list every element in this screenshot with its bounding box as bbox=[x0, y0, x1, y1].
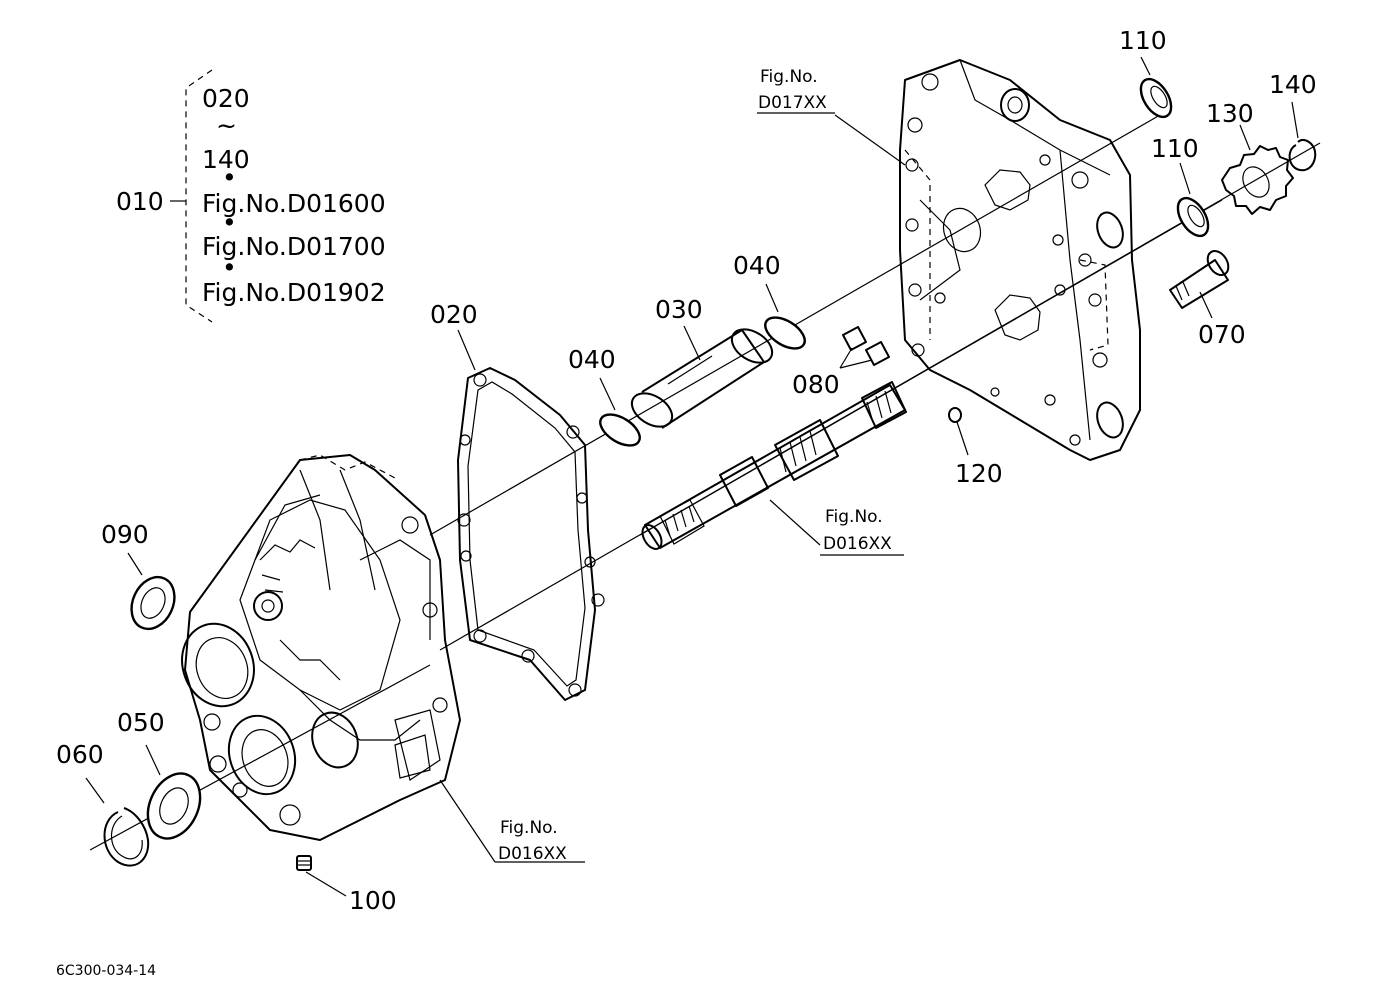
group-bullet-3: • bbox=[222, 253, 237, 282]
o-ring-040-upper bbox=[764, 283, 806, 350]
callout-040-upper: 040 bbox=[733, 251, 781, 280]
washer-120 bbox=[948, 407, 969, 456]
front-transmission-case bbox=[181, 454, 461, 841]
figref-top-line2: D017XX bbox=[758, 93, 827, 113]
o-ring-040-lower bbox=[599, 377, 641, 447]
callout-080: 080 bbox=[792, 370, 840, 399]
callout-020: 020 bbox=[430, 300, 478, 329]
oil-seal-110-lower bbox=[1176, 162, 1210, 238]
figref-shaft-line2: D016XX bbox=[823, 534, 892, 554]
group-line-2: 140 bbox=[202, 145, 250, 174]
case-figref-leader bbox=[439, 779, 496, 863]
callout-040-lower: 040 bbox=[568, 345, 616, 374]
gear-130 bbox=[1221, 124, 1294, 215]
oil-seal-050 bbox=[145, 744, 202, 840]
callout-140: 140 bbox=[1269, 70, 1317, 99]
rear-transmission-case bbox=[757, 59, 1141, 461]
group-line-1: 020 bbox=[202, 84, 250, 113]
group-bullet-1: • bbox=[222, 163, 237, 192]
callout-010: 010 bbox=[116, 187, 164, 216]
callout-030: 030 bbox=[655, 295, 703, 324]
pins-080 bbox=[839, 326, 890, 369]
group-line-5: Fig.No.D01902 bbox=[202, 278, 386, 307]
group-line-4: Fig.No.D01700 bbox=[202, 232, 386, 261]
snap-ring-140 bbox=[1288, 101, 1317, 172]
callout-090: 090 bbox=[101, 520, 149, 549]
callout-050: 050 bbox=[117, 708, 165, 737]
figref-case-line2: D016XX bbox=[498, 844, 567, 864]
shaft-assembly bbox=[641, 381, 907, 556]
oil-seal-110-upper bbox=[1139, 56, 1173, 119]
assembly-axes bbox=[89, 114, 1321, 851]
document-id: 6C300-034-14 bbox=[56, 963, 156, 979]
gasket-020 bbox=[457, 329, 605, 701]
callout-060: 060 bbox=[56, 740, 104, 769]
oil-seal-090 bbox=[127, 552, 176, 631]
plug-100 bbox=[296, 855, 347, 897]
bolt-070 bbox=[1169, 249, 1230, 319]
group-bullet-2: • bbox=[222, 208, 237, 237]
callout-120: 120 bbox=[955, 459, 1003, 488]
figref-shaft-line1: Fig.No. bbox=[825, 507, 883, 527]
callout-100: 100 bbox=[349, 886, 397, 915]
figref-top-line1: Fig.No. bbox=[760, 67, 818, 87]
group-line-tilde: ~ bbox=[216, 111, 237, 140]
pipe-030 bbox=[630, 325, 774, 429]
group-010-bracket: 020 ~ 140 • Fig.No.D01600 • Fig.No.D0170… bbox=[116, 69, 386, 323]
callout-110-upper: 110 bbox=[1119, 26, 1167, 55]
group-line-3: Fig.No.D01600 bbox=[202, 189, 386, 218]
snap-ring-060 bbox=[85, 777, 150, 867]
callout-070: 070 bbox=[1198, 320, 1246, 349]
figref-case-line1: Fig.No. bbox=[500, 818, 558, 838]
callout-110-lower: 110 bbox=[1151, 134, 1199, 163]
callout-130: 130 bbox=[1206, 99, 1254, 128]
